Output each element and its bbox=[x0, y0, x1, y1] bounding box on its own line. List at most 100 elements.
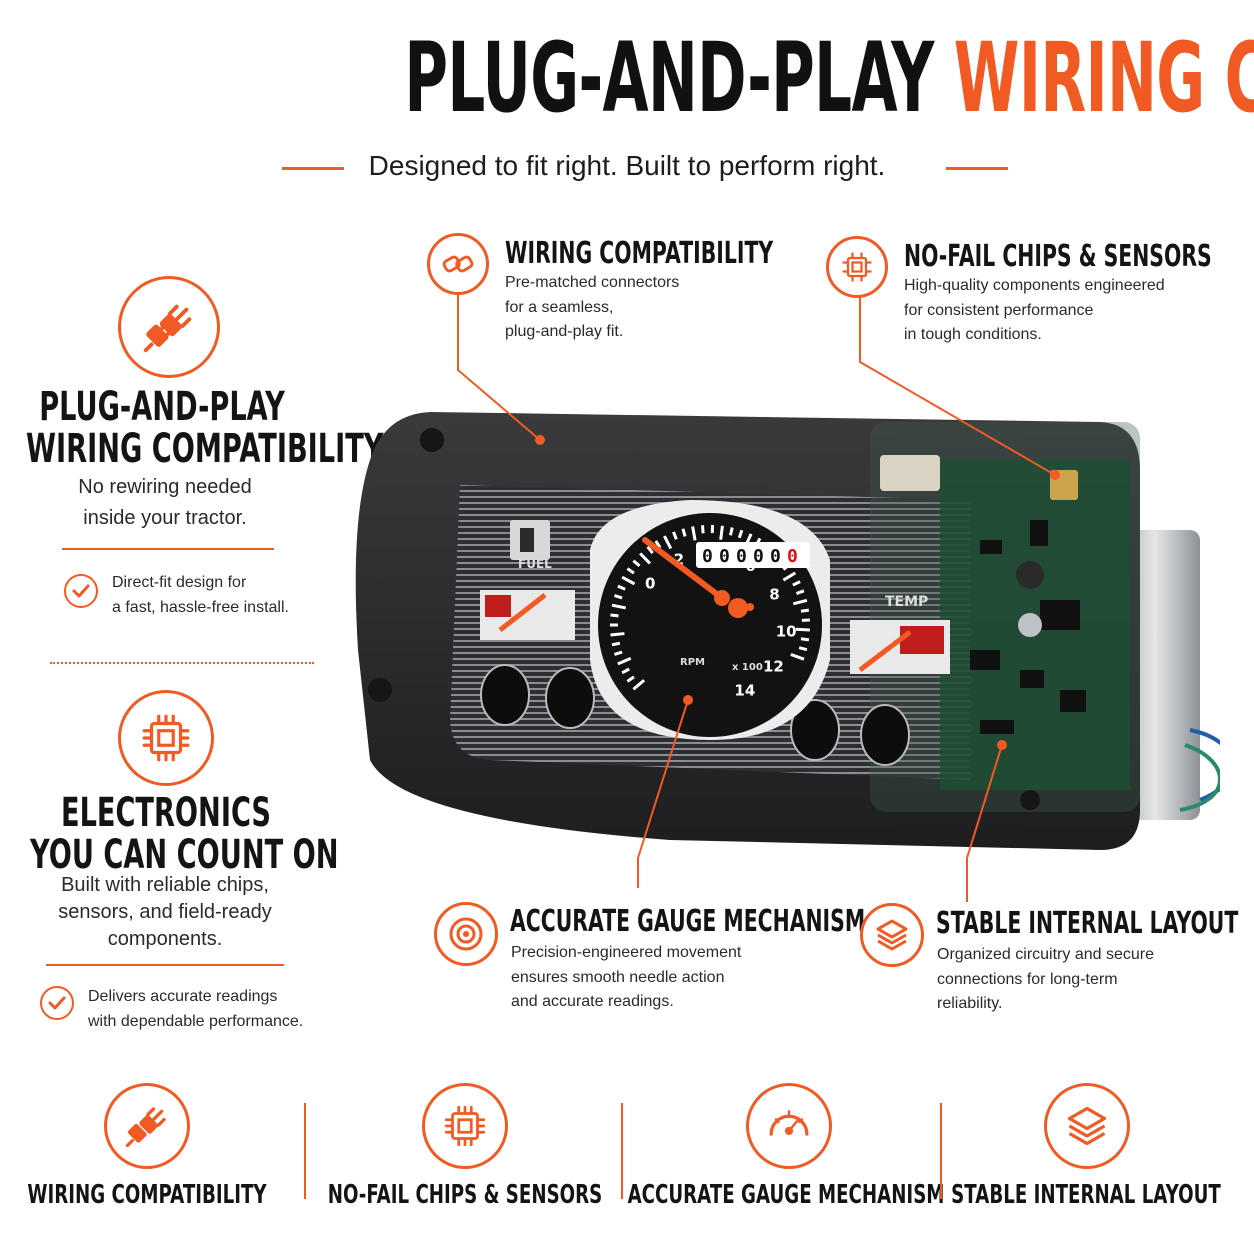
rpm-unit: x 100 bbox=[732, 662, 763, 673]
bottom-label-4: STABLE INTERNAL LAYOUT bbox=[951, 1180, 1221, 1210]
chip-icon bbox=[826, 236, 888, 298]
tach-tick bbox=[611, 603, 627, 610]
tach-tick bbox=[626, 567, 635, 575]
layers-icon bbox=[1044, 1083, 1130, 1169]
tach-tick bbox=[632, 559, 641, 568]
tach-tick bbox=[654, 540, 662, 549]
tach-tick bbox=[691, 526, 697, 541]
page-title: PLUG-AND-PLAY WIRING COMPATIBILITY bbox=[0, 28, 1254, 129]
tach-number: 2 bbox=[674, 551, 684, 569]
tach-tick bbox=[719, 525, 724, 540]
callout-title-chips: NO-FAIL CHIPS & SENSORS bbox=[904, 239, 1212, 274]
tach-tick bbox=[795, 627, 810, 632]
subtitle-rule-right bbox=[946, 167, 1008, 170]
odometer-digit: 0 bbox=[702, 546, 713, 567]
left-desc-2: Built with reliable chips, sensors, and … bbox=[58, 874, 272, 950]
separator bbox=[621, 1103, 623, 1199]
chip-icon bbox=[422, 1083, 508, 1169]
plug-icon bbox=[104, 1083, 190, 1169]
left-check-text-1: Direct-fit design for a fast, hassle-fre… bbox=[112, 574, 289, 616]
left-check-text-2: Delivers accurate readings with dependab… bbox=[88, 988, 304, 1030]
tach-tick bbox=[729, 527, 734, 536]
temp-gauge: TEMP bbox=[850, 594, 950, 674]
temp-label: TEMP bbox=[885, 594, 928, 610]
tach-tick bbox=[617, 584, 626, 591]
fuel-label: FUEL bbox=[518, 557, 552, 571]
odometer-digit: 0 bbox=[736, 546, 747, 567]
odometer-digit: 0 bbox=[770, 546, 781, 567]
tach-tick bbox=[626, 675, 635, 683]
tach-tick bbox=[800, 637, 810, 642]
tach-tick bbox=[617, 657, 632, 666]
separator bbox=[304, 1103, 306, 1199]
fuel-gauge: FUEL bbox=[480, 520, 575, 640]
check-icon bbox=[40, 986, 74, 1020]
callout-body-gauge: Precision-engineered movement ensures sm… bbox=[511, 944, 742, 1010]
tach-tick bbox=[672, 531, 678, 540]
bottom-label-2: NO-FAIL CHIPS & SENSORS bbox=[327, 1180, 603, 1210]
tach-tick bbox=[610, 632, 625, 637]
tach-number: 12 bbox=[763, 657, 784, 675]
tach-tick bbox=[621, 667, 630, 675]
tach-tick bbox=[795, 589, 805, 595]
connector bbox=[880, 455, 940, 491]
tach-tick bbox=[614, 650, 623, 656]
tach-number: 10 bbox=[776, 622, 797, 640]
tach-number: 0 bbox=[645, 575, 655, 593]
left-heading-2: ELECTRONICS YOU CAN COUNT ON bbox=[30, 790, 339, 878]
tach-tick bbox=[639, 552, 652, 565]
chip-icon bbox=[118, 690, 214, 786]
tach-tick bbox=[614, 594, 623, 600]
tach-tick bbox=[792, 598, 808, 606]
callout-title-gauge: ACCURATE GAUGE MECHANISM bbox=[510, 904, 866, 939]
odometer-digit: 0 bbox=[719, 546, 730, 567]
check-icon bbox=[64, 574, 98, 608]
plug-icon bbox=[118, 276, 220, 378]
bottom-label-1: WIRING COMPATIBILITY bbox=[27, 1180, 267, 1210]
tach-tick bbox=[782, 571, 797, 582]
tach-tick bbox=[663, 535, 673, 550]
title-part-accent: WIRING COMPATIBILITY bbox=[953, 22, 1254, 134]
section-divider bbox=[50, 662, 314, 664]
subtitle-row: Designed to fit right. Built to perform … bbox=[0, 148, 1254, 188]
left-desc-1: No rewiring needed inside your tractor. bbox=[78, 476, 252, 529]
callout-body-layout: Organized circuitry and secure connectio… bbox=[937, 946, 1154, 1012]
separator bbox=[940, 1103, 942, 1199]
tach-tick bbox=[632, 679, 646, 691]
tach-tick bbox=[646, 545, 654, 555]
needle bbox=[642, 537, 725, 601]
rpm-label: RPM bbox=[680, 657, 705, 668]
callout-title-wiring: WIRING COMPATIBILITY bbox=[505, 236, 774, 271]
tach-tick bbox=[737, 529, 744, 539]
tach-tick bbox=[701, 525, 705, 534]
tach-tick bbox=[621, 575, 636, 586]
warning-lamps bbox=[480, 664, 910, 766]
callout-title-layout: STABLE INTERNAL LAYOUT bbox=[936, 906, 1239, 941]
tach-tick bbox=[790, 653, 805, 661]
tach-tick bbox=[800, 608, 810, 613]
layers-icon bbox=[860, 903, 924, 967]
tach-tick bbox=[611, 641, 621, 647]
tach-tick bbox=[610, 613, 619, 618]
speedometer-icon bbox=[746, 1083, 832, 1169]
subtitle-rule-left bbox=[282, 167, 344, 170]
subtitle: Designed to fit right. Built to perform … bbox=[368, 150, 886, 181]
link-icon bbox=[427, 233, 489, 295]
tach-tick bbox=[792, 580, 801, 587]
tach-number: 8 bbox=[769, 586, 779, 604]
callout-body-chips: High-quality components engineered for c… bbox=[904, 277, 1165, 343]
title-part-dark: PLUG-AND-PLAY bbox=[404, 22, 934, 134]
target-icon bbox=[434, 902, 498, 966]
bottom-label-3: ACCURATE GAUGE MECHANISM bbox=[627, 1180, 945, 1210]
odometer-digit: 0 bbox=[787, 546, 798, 567]
callout-body-wiring: Pre-matched connectors for a seamless, p… bbox=[505, 274, 680, 340]
divider bbox=[62, 548, 274, 550]
tach-tick bbox=[798, 646, 808, 652]
odometer-digit: 0 bbox=[753, 546, 764, 567]
tach-tick bbox=[681, 528, 687, 537]
tach-number: 14 bbox=[734, 681, 755, 699]
divider bbox=[46, 964, 284, 966]
